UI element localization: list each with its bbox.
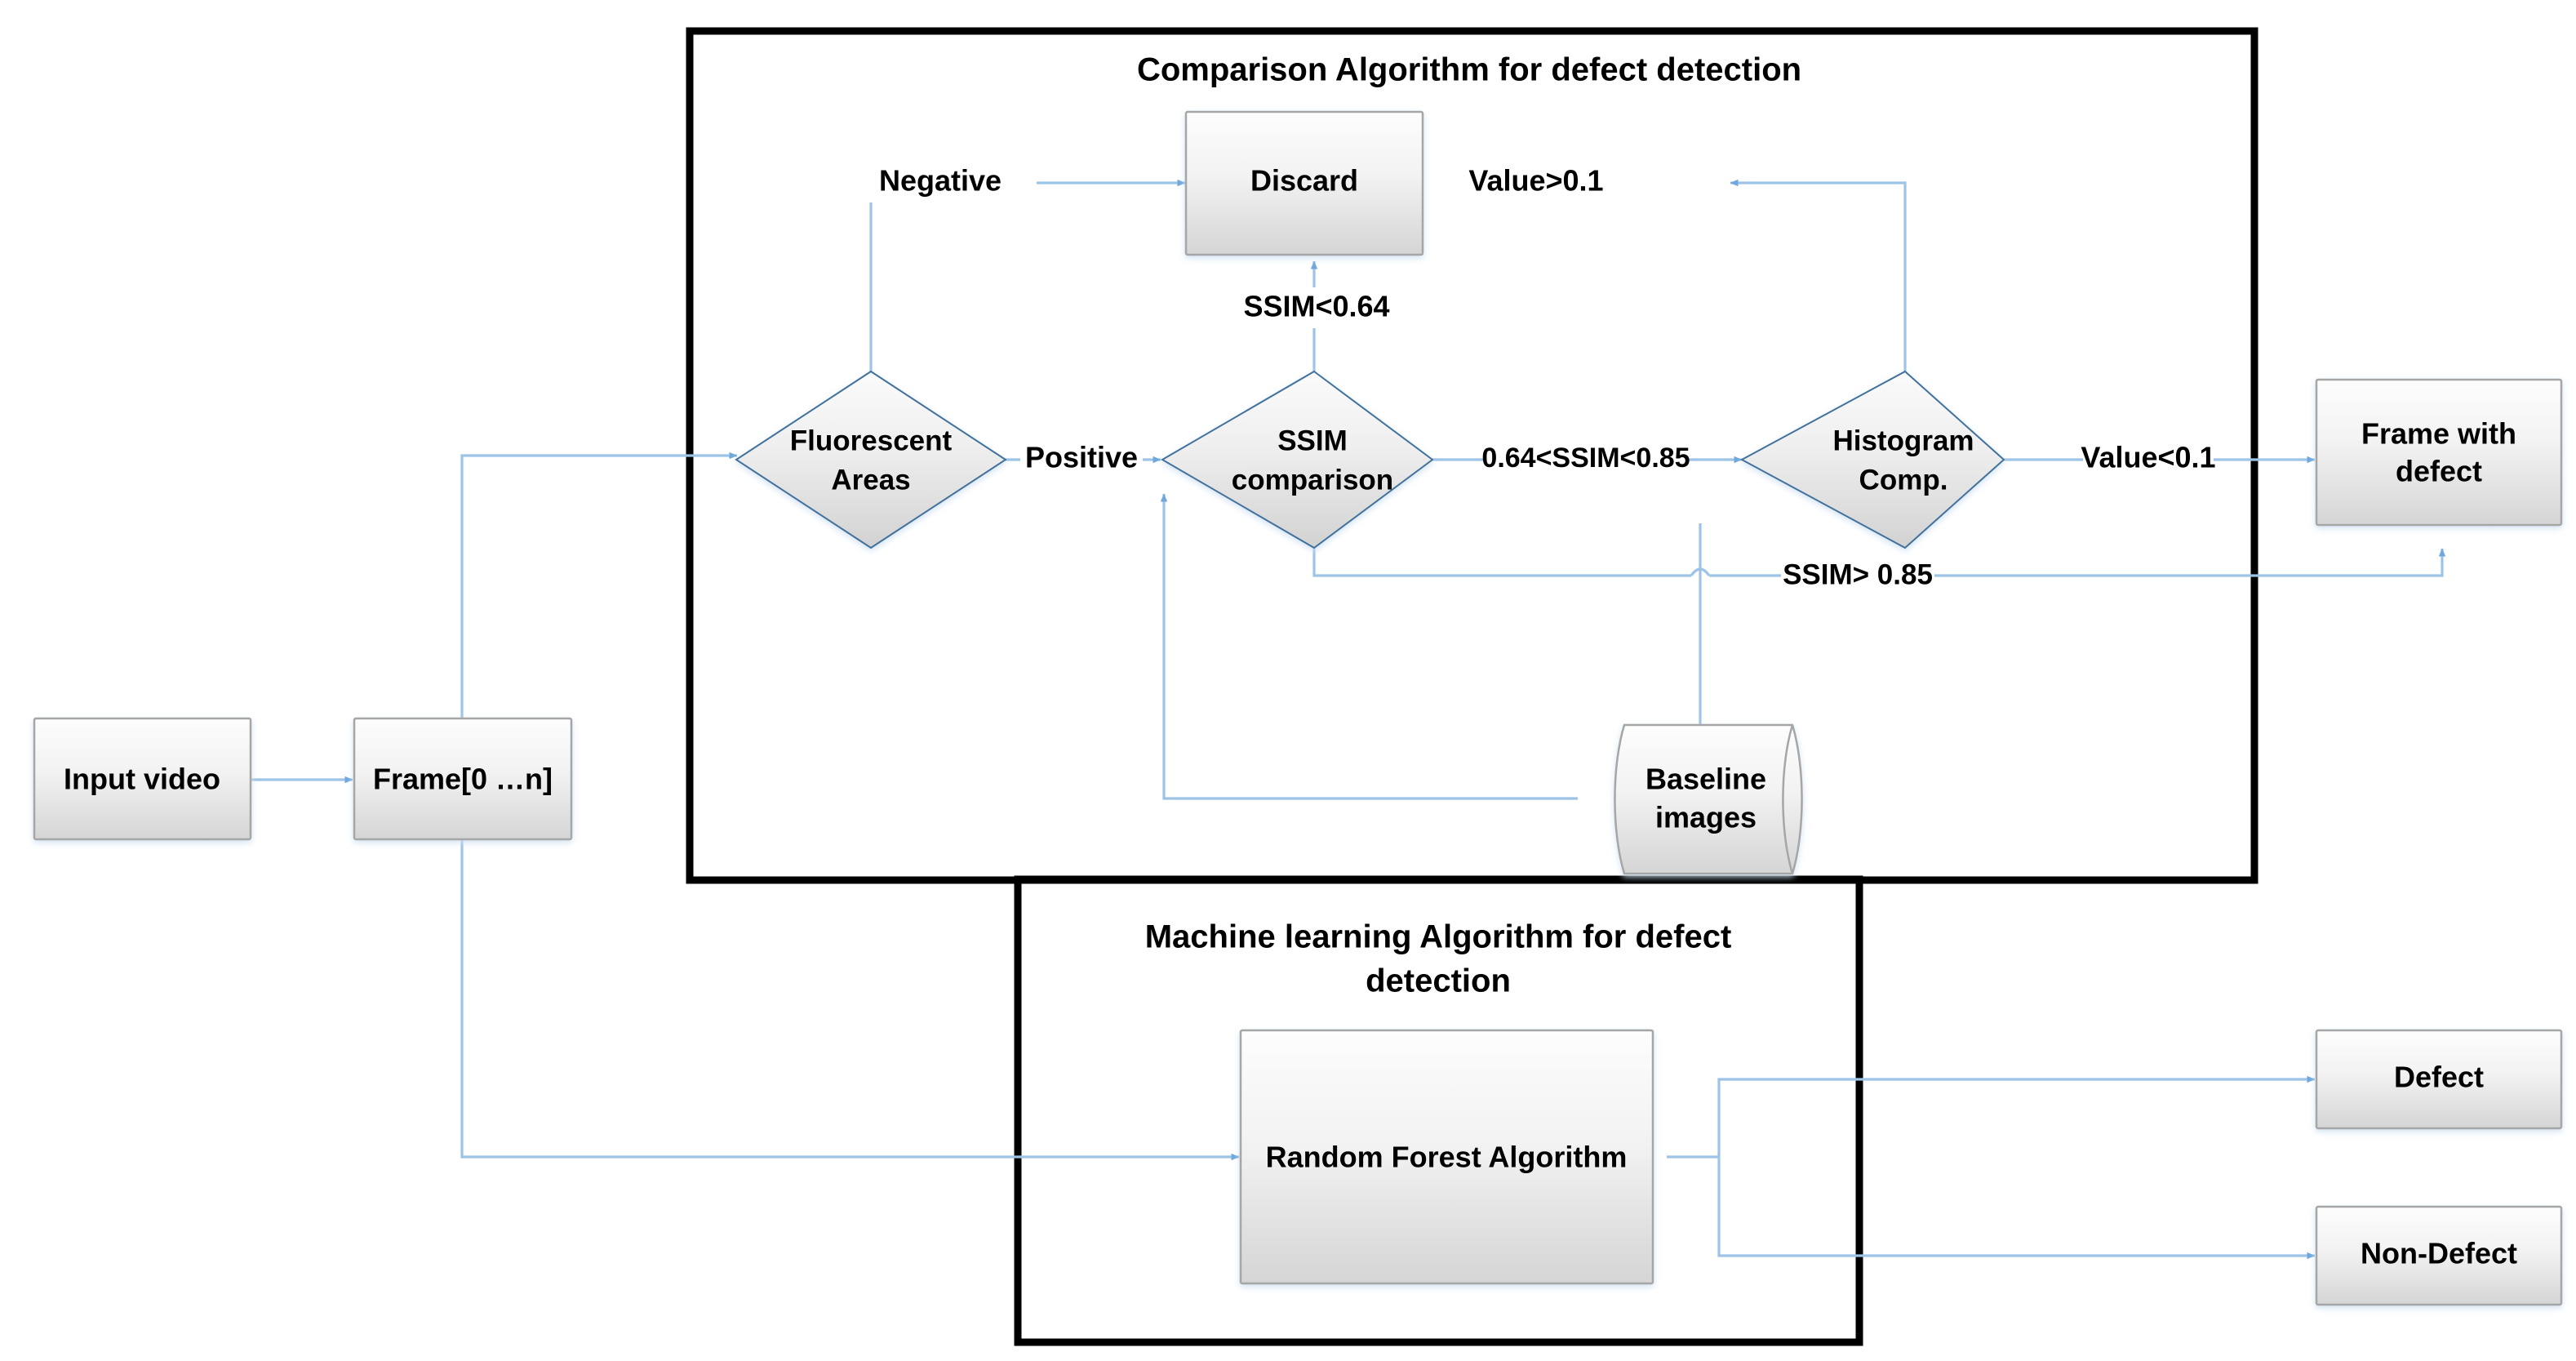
edge-label-positive-text: Positive: [1025, 441, 1138, 474]
node-random-forest-algorithm-label: Random Forest Algorithm: [1266, 1141, 1628, 1174]
edge-label-ssim-low: SSIM<0.64: [1223, 287, 1410, 328]
node-defect[interactable]: Defect: [2315, 1029, 2563, 1130]
node-frames[interactable]: Frame[0 …n]: [353, 717, 573, 841]
edge-baseline-to-ssim: [1160, 493, 1578, 800]
edge-label-ssim-high-text: SSIM> 0.85: [1783, 558, 1933, 590]
node-fluorescent-areas-label-line1: Fluorescent: [790, 425, 953, 456]
node-fluorescent-areas[interactable]: Fluorescent Areas: [735, 370, 1007, 549]
node-discard-label: Discard: [1250, 164, 1358, 198]
group-machine-learning-algorithm: [1014, 875, 1863, 1346]
node-random-forest-algorithm[interactable]: Random Forest Algorithm: [1239, 1029, 1654, 1285]
group-ml-title-line2: detection: [1366, 963, 1511, 999]
edge-frames-to-random-forest: [460, 834, 1240, 1161]
edge-label-ssim-high: SSIM> 0.85: [1781, 556, 1934, 597]
edge-ssim-high-to-frame-defect: [1312, 536, 1691, 577]
node-non-defect-label: Non-Defect: [2361, 1237, 2517, 1270]
node-ssim-comparison-label-line2: comparison: [1232, 464, 1393, 496]
node-frames-label: Frame[0 …n]: [373, 763, 553, 796]
node-baseline-images[interactable]: Baseline images: [1614, 723, 1803, 875]
node-discard[interactable]: Discard: [1184, 110, 1424, 256]
node-frame-with-defect-label-line2: defect: [2396, 455, 2482, 488]
edge-label-positive: Positive: [1020, 439, 1143, 480]
node-input-video-label: Input video: [64, 763, 220, 796]
edge-histogram-value-high-to-discard: [1730, 179, 1907, 396]
node-defect-label: Defect: [2394, 1061, 2484, 1094]
edge-label-value-high-text: Value>0.1: [1468, 164, 1603, 198]
group-comparison-title: Comparison Algorithm for defect detectio…: [1137, 52, 1801, 88]
edge-frames-to-fluorescent: [460, 451, 738, 725]
edge-label-ssim-mid-text: 0.64<SSIM<0.85: [1481, 443, 1690, 474]
edge-fluorescent-negative-to-discard: [869, 179, 1186, 398]
edge-label-negative: Negative: [864, 162, 1037, 202]
node-frame-with-defect[interactable]: Frame with defect: [2315, 378, 2563, 527]
edge-label-negative-text: Negative: [879, 164, 1002, 198]
node-ssim-comparison[interactable]: SSIM comparison: [1161, 370, 1434, 549]
edge-random-forest-to-non-defect: [1717, 1157, 2316, 1260]
edge-label-value-low-text: Value<0.1: [2081, 441, 2215, 474]
node-ssim-comparison-label-line1: SSIM: [1277, 425, 1348, 456]
node-baseline-images-label-line1: Baseline: [1646, 763, 1766, 796]
node-non-defect[interactable]: Non-Defect: [2315, 1205, 2563, 1306]
edge-label-value-high: Value>0.1: [1441, 162, 1631, 202]
edge-label-value-low: Value<0.1: [2081, 439, 2216, 480]
edge-label-ssim-mid: 0.64<SSIM<0.85: [1481, 439, 1690, 480]
edge-random-forest-to-defect: [1717, 1075, 2316, 1157]
node-frame-with-defect-label-line1: Frame with: [2361, 417, 2516, 451]
node-histogram-comparison[interactable]: Histogram Comp.: [1739, 370, 2005, 549]
node-input-video[interactable]: Input video: [33, 717, 252, 841]
edge-label-ssim-low-text: SSIM<0.64: [1243, 290, 1389, 323]
group-ml-title-line1: Machine learning Algorithm for defect: [1145, 919, 1732, 955]
edge-ssim-high-right-segment: [1709, 549, 2442, 577]
node-fluorescent-areas-label-line2: Areas: [831, 464, 910, 496]
node-baseline-images-label-line2: images: [1655, 801, 1757, 834]
node-histogram-comparison-label-line2: Comp.: [1859, 464, 1948, 496]
node-histogram-comparison-label-line1: Histogram: [1832, 425, 1974, 456]
